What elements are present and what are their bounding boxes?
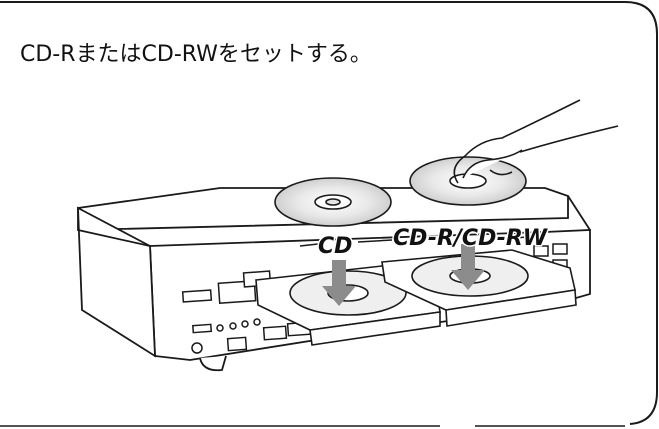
page-title: CD-RまたはCD-RWをセットする。 [20, 42, 372, 67]
disc-cdr [409, 156, 527, 206]
disc-cd [274, 177, 392, 227]
arrow-down-cdr [451, 244, 485, 290]
label-cd: CD [318, 234, 352, 259]
label-cdr-cdrw: CD-R/CD-RW [393, 226, 549, 251]
hand-illustration [453, 99, 619, 184]
arrow-down-cd [322, 260, 356, 306]
label-leaders [299, 235, 546, 247]
